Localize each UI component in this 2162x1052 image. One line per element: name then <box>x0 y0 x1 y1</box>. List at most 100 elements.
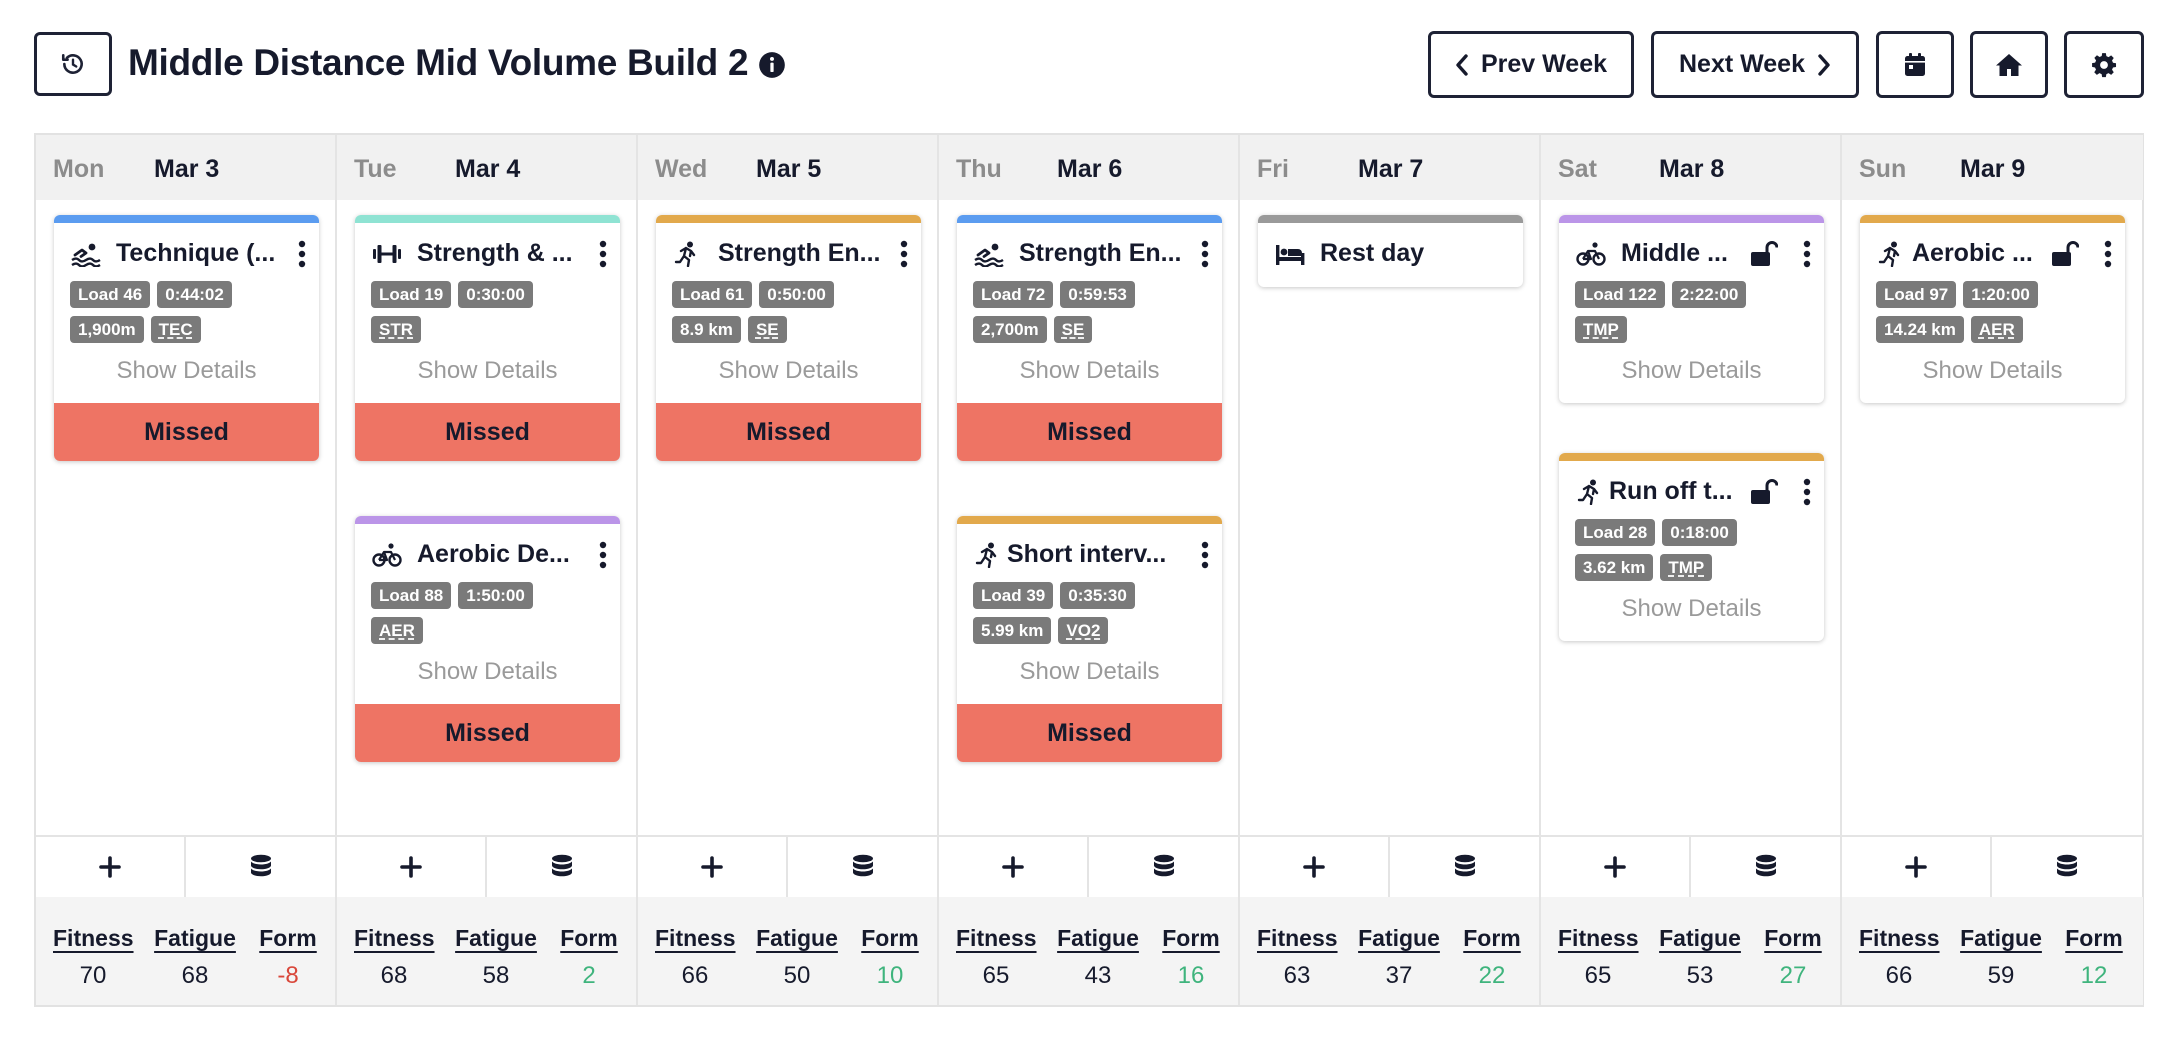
sport-color-bar <box>355 215 620 223</box>
library-button[interactable] <box>1691 837 1841 897</box>
fitness-label[interactable]: Fitness <box>354 925 435 951</box>
zone-label: SE <box>755 320 779 339</box>
fatigue-label[interactable]: Fatigue <box>455 925 537 951</box>
form-value: 22 <box>1478 962 1506 989</box>
more-options-icon[interactable] <box>297 239 307 269</box>
workout-card[interactable]: Short interv... Load 39 0:35:30 5.99 km … <box>957 516 1222 762</box>
add-workout-button[interactable] <box>337 837 487 897</box>
show-details-link[interactable]: Show Details <box>718 357 859 384</box>
add-workout-button[interactable] <box>939 837 1089 897</box>
database-icon <box>2057 854 2077 877</box>
add-workout-button[interactable] <box>638 837 788 897</box>
library-button[interactable] <box>186 837 336 897</box>
fitness-label[interactable]: Fitness <box>1257 925 1338 951</box>
more-options-icon[interactable] <box>899 239 909 269</box>
show-details-link[interactable]: Show Details <box>417 357 558 384</box>
more-options-icon[interactable] <box>598 239 608 269</box>
distance-badge: 8.9 km <box>672 316 741 343</box>
day-date: Mar 6 <box>1057 155 1123 183</box>
fatigue-label[interactable]: Fatigue <box>1057 925 1139 951</box>
form-label[interactable]: Form <box>560 925 618 951</box>
library-button[interactable] <box>487 837 637 897</box>
prev-week-label: Prev Week <box>1480 50 1607 78</box>
form-label[interactable]: Form <box>259 925 317 951</box>
unlock-icon[interactable] <box>1750 241 1778 267</box>
fatigue-label[interactable]: Fatigue <box>1960 925 2042 951</box>
library-button[interactable] <box>1992 837 2142 897</box>
unlock-icon[interactable] <box>1750 479 1778 505</box>
workout-card[interactable]: Technique (... Load 46 0:44:02 1,900m TE… <box>54 215 319 461</box>
fitness-value: 65 <box>982 962 1010 989</box>
run-icon <box>1577 479 1599 505</box>
show-details-link[interactable]: Show Details <box>1621 595 1762 622</box>
show-details-link[interactable]: Show Details <box>116 357 257 384</box>
next-week-button[interactable]: Next Week <box>1651 31 1859 98</box>
show-details-link[interactable]: Show Details <box>1922 357 2063 384</box>
show-details-link[interactable]: Show Details <box>417 658 558 685</box>
fatigue-value: 43 <box>1084 962 1112 989</box>
missed-status: Missed <box>957 403 1222 461</box>
more-options-icon[interactable] <box>1200 540 1210 570</box>
zone-label: AER <box>379 621 415 640</box>
duration-badge: 0:30:00 <box>458 281 533 308</box>
info-icon[interactable] <box>758 51 786 79</box>
more-options-icon[interactable] <box>2103 239 2113 269</box>
settings-button[interactable] <box>2064 31 2144 98</box>
home-button[interactable] <box>1970 31 2048 98</box>
page-header: Middle Distance Mid Volume Build 2 Prev … <box>0 0 2162 130</box>
fatigue-label[interactable]: Fatigue <box>756 925 838 951</box>
more-options-icon[interactable] <box>598 540 608 570</box>
next-week-label: Next Week <box>1679 50 1805 78</box>
rest-day-card[interactable]: Rest day <box>1258 215 1523 287</box>
fitness-label[interactable]: Fitness <box>1859 925 1940 951</box>
day-date: Mar 9 <box>1960 155 2026 183</box>
zone-label: SE <box>1061 320 1085 339</box>
workout-card[interactable]: Aerobic De... Load 88 1:50:00 AER Show D… <box>355 516 620 762</box>
form-label[interactable]: Form <box>2065 925 2123 951</box>
calendar-button[interactable] <box>1876 31 1954 98</box>
library-button[interactable] <box>1390 837 1540 897</box>
distance-badge: 2,700m <box>973 316 1047 343</box>
fatigue-label[interactable]: Fatigue <box>1358 925 1440 951</box>
duration-badge: 0:50:00 <box>759 281 834 308</box>
fitness-label[interactable]: Fitness <box>956 925 1037 951</box>
fitness-label[interactable]: Fitness <box>53 925 134 951</box>
unlock-icon[interactable] <box>2051 241 2079 267</box>
show-details-link[interactable]: Show Details <box>1019 357 1160 384</box>
prev-week-button[interactable]: Prev Week <box>1428 31 1634 98</box>
show-details-link[interactable]: Show Details <box>1019 658 1160 685</box>
library-button[interactable] <box>1089 837 1239 897</box>
form-label[interactable]: Form <box>1162 925 1220 951</box>
workout-card[interactable]: Strength & ... Load 19 0:30:00 STR Show … <box>355 215 620 461</box>
add-workout-button[interactable] <box>1842 837 1992 897</box>
form-label[interactable]: Form <box>1463 925 1521 951</box>
history-button[interactable] <box>34 32 112 96</box>
workout-card[interactable]: Aerobic ... Load 97 1:20:00 14.24 km AER… <box>1860 215 2125 403</box>
form-label[interactable]: Form <box>861 925 919 951</box>
fitness-label[interactable]: Fitness <box>655 925 736 951</box>
workout-card[interactable]: Run off t... Load 28 0:18:00 3.62 km TMP… <box>1559 453 1824 641</box>
add-workout-button[interactable] <box>36 837 186 897</box>
fatigue-value: 53 <box>1686 962 1714 989</box>
plus-icon <box>1002 856 1024 878</box>
add-workout-button[interactable] <box>1240 837 1390 897</box>
form-value: 10 <box>876 962 904 989</box>
day-of-week: Fri <box>1257 155 1289 183</box>
show-details-link[interactable]: Show Details <box>1621 357 1762 384</box>
form-label[interactable]: Form <box>1764 925 1822 951</box>
fatigue-value: 59 <box>1987 962 2015 989</box>
workout-card[interactable]: Strength En... Load 61 0:50:00 8.9 km SE… <box>656 215 921 461</box>
more-options-icon[interactable] <box>1200 239 1210 269</box>
fatigue-label[interactable]: Fatigue <box>1659 925 1741 951</box>
fatigue-label[interactable]: Fatigue <box>154 925 236 951</box>
database-icon <box>853 854 873 877</box>
library-button[interactable] <box>788 837 938 897</box>
more-options-icon[interactable] <box>1802 239 1812 269</box>
add-workout-button[interactable] <box>1541 837 1691 897</box>
fitness-label[interactable]: Fitness <box>1558 925 1639 951</box>
workout-card[interactable]: Middle ... Load 122 2:22:00 TMP Show Det… <box>1559 215 1824 403</box>
more-options-icon[interactable] <box>1802 477 1812 507</box>
workout-card[interactable]: Strength En... Load 72 0:59:53 2,700m SE… <box>957 215 1222 461</box>
missed-status: Missed <box>957 704 1222 762</box>
